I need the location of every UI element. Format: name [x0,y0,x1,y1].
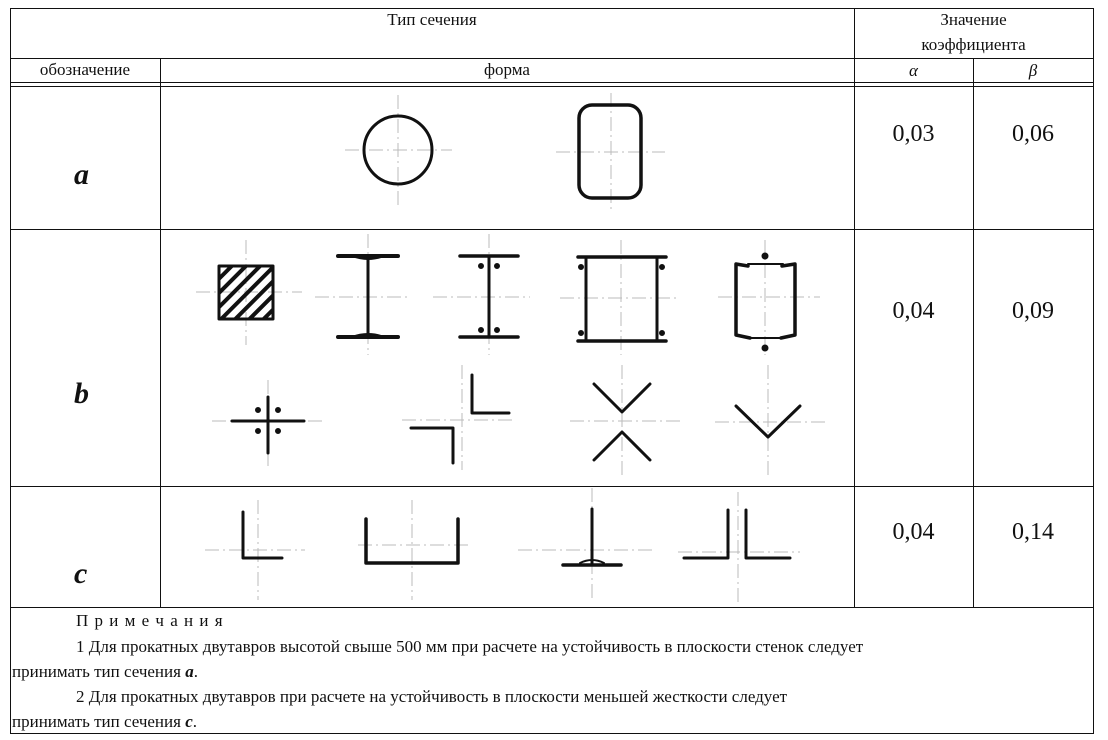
channel-section-icon [364,517,460,565]
row-a-beta-value: 0,06 [1012,121,1054,147]
note-1-line-2: принимать тип сечения a. [12,662,198,681]
row-b-beta-value: 0,09 [1012,298,1054,324]
rounded-rectangle-section-icon [577,103,643,200]
col-divider-alpha [973,58,974,607]
form-header: форма [484,60,530,79]
coef-header-line2: коэффициента [921,35,1026,54]
row-c-beta-value: 0,14 [1012,519,1054,545]
angles-x-section-icon [592,382,652,462]
row-c-divider [10,607,1094,608]
box-section-icon [576,255,668,343]
col-divider-form [854,8,855,607]
row-b-designation: b [74,377,89,410]
two-angles-offset-section-icon [409,373,511,465]
row-c-designation: c [74,557,88,590]
note-2-letter: c [185,712,193,731]
double-angle-back-to-back-section-icon [682,508,792,560]
bolted-i-beam-section-icon [458,254,520,339]
note-1-line-1: 1 Для прокатных двутавров высотой свыше … [76,637,864,656]
note-2-line-2: принимать тип сечения c. [12,712,197,731]
col-divider-designation [160,58,161,607]
i-beam-section-icon [336,254,400,339]
subheader-divider [10,82,1094,83]
table-border-top [10,8,1094,9]
designation-header: обозначение [39,60,131,79]
circle-section-icon [362,114,434,186]
row-b-divider [10,486,1094,487]
tee-section-icon [561,507,623,567]
hatched-square-section-icon [217,264,275,321]
angle-section-icon [241,510,284,560]
coef-header-line1: Значение [940,10,1007,29]
double-angle-cross-section-icon [230,395,306,455]
notes-title: П р и м е ч а н и я [76,611,224,630]
section-type-header: Тип сечения [387,10,477,29]
note-1-prefix: принимать тип сечения [12,662,186,681]
table-border-right [1093,8,1094,734]
beta-header: β [1028,61,1038,80]
header-divider [10,58,1094,59]
note-1-letter: a [185,662,194,681]
angles-v-section-icon [734,404,802,439]
note-2-prefix: принимать тип сечения [12,712,186,731]
note-2-line-1: 2 Для прокатных двутавров при расчете на… [76,687,788,706]
row-c-alpha-value: 0,04 [892,519,935,545]
table-border-left [10,8,11,734]
subheader-divider-double [10,86,1094,87]
alpha-header: α [909,61,918,80]
channel-box-section-icon [734,252,797,352]
row-a-designation: a [74,158,89,191]
row-b-alpha-value: 0,04 [892,298,935,324]
row-a-alpha-value: 0,03 [892,121,935,147]
row-a-divider [10,229,1094,230]
table-border-bottom [10,733,1094,734]
